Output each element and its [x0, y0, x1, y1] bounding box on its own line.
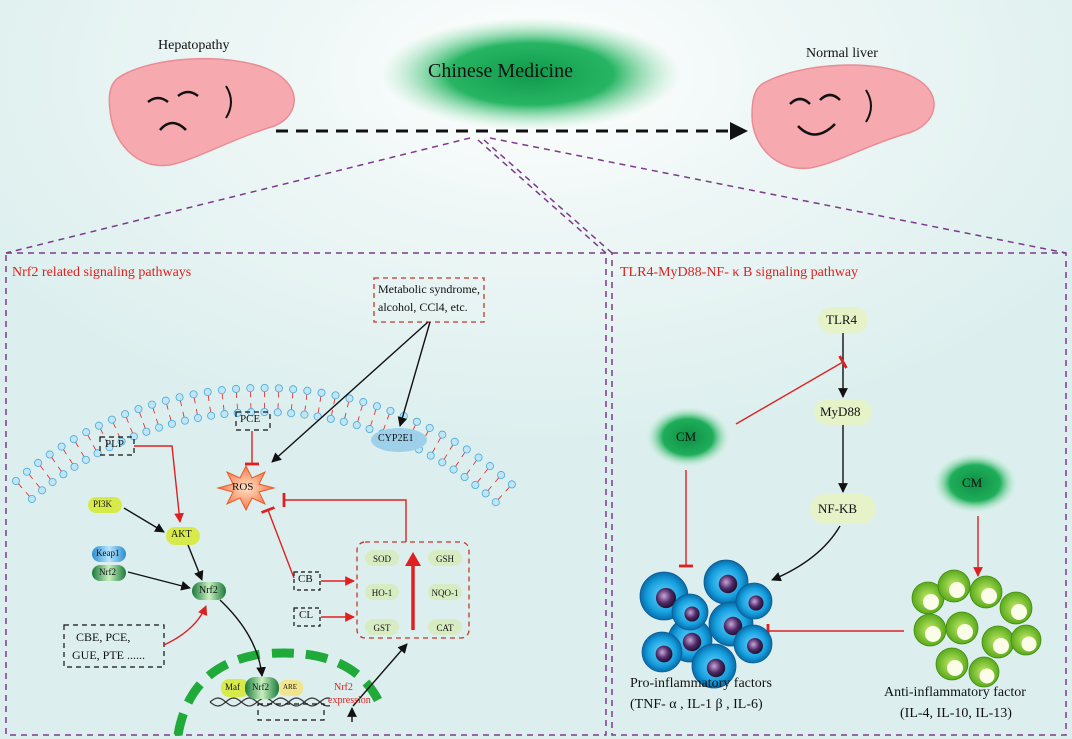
cl-label: CL: [299, 609, 314, 621]
nrf2-panel-title: Nrf2 related signaling pathways: [12, 265, 192, 280]
enzyme-pill: [428, 619, 462, 635]
pi3k-label: PI3K: [93, 499, 113, 509]
extracts-line2: GUE, PTE ......: [72, 648, 145, 662]
cell-membrane: [11, 384, 516, 507]
extracts-box: [63, 624, 165, 668]
hepatopathy-liver-icon: [108, 57, 295, 167]
normal-liver-label: Normal liver: [806, 46, 878, 61]
enzyme-label: NQO-1: [432, 588, 459, 598]
nrf2-nucleus-label: Nrf2: [252, 682, 269, 692]
nrf2-red-arrows: [134, 431, 407, 646]
nrf2-node: [192, 582, 226, 600]
promoter-box: [257, 703, 325, 721]
akt-label: AKT: [171, 529, 192, 540]
pi3k-node: [88, 497, 122, 513]
pro-inflammatory-title: Pro-inflammatory factors: [630, 676, 772, 691]
are-node: [279, 680, 303, 696]
anti-inflammatory-cells: [911, 569, 1042, 688]
enzyme-label: CAT: [436, 623, 454, 633]
cl-box: [293, 607, 321, 627]
pro-inflammatory-cells: [639, 559, 773, 689]
enzyme-label: GSH: [436, 554, 455, 564]
ros-node: [216, 464, 276, 512]
anti-inflammatory-title: Anti-inflammatory factor: [884, 685, 1026, 700]
nrf2-expression-line2: expression: [328, 695, 371, 706]
nfkb-label: NF-KB: [818, 501, 858, 516]
enzyme-label: GST: [373, 623, 391, 633]
nrf2-expression-line1: Nrf2: [334, 682, 353, 693]
akt-node: [166, 527, 200, 545]
tlr4-panel-frame: [611, 252, 1067, 736]
keap1-node: [92, 546, 126, 562]
tlr4-black-arrows: [771, 333, 848, 582]
cyp2e1-label: CYP2E1: [378, 433, 414, 444]
cb-box: [293, 571, 321, 591]
enzyme-pill: [428, 550, 462, 566]
hepatopathy-label: Hepatopathy: [158, 38, 230, 53]
pce-top-label: PCE: [240, 413, 261, 425]
nfkb-node: [810, 494, 876, 524]
triggers-line2: alcohol, CCl4, etc.: [378, 300, 468, 314]
myd88-label: MyD88: [820, 404, 861, 419]
are-label: ARE: [283, 683, 297, 691]
enzyme-pill: [428, 584, 462, 600]
anti-inflammatory-list: (IL-4, IL-10, IL-13): [900, 706, 1012, 721]
tlr4-node: [818, 307, 868, 333]
nrf2-panel-frame: [5, 252, 607, 736]
triggers-line1: Metabolic syndrome,: [378, 282, 480, 296]
pro-inflammatory-list: (TNF- α , IL-1 β , IL-6): [630, 697, 763, 712]
upregulation-arrowhead: [405, 552, 421, 566]
enzyme-label: SOD: [373, 554, 392, 564]
enzyme-label: HO-1: [372, 588, 393, 598]
nrf2-bound-label: Nrf2: [99, 567, 116, 577]
plp-box: [99, 436, 135, 456]
tlr4-label: TLR4: [826, 312, 858, 327]
cm-left-node: [646, 407, 730, 467]
nucleus-membrane: [173, 648, 382, 736]
nrf2-nucleus-node: [245, 677, 279, 699]
normal-liver-icon: [751, 64, 935, 170]
ros-label: ROS: [232, 481, 254, 493]
cm-left-label: CM: [676, 429, 697, 444]
cm-right-label: CM: [962, 475, 983, 490]
maf-node: [221, 679, 249, 697]
enzyme-pill: [365, 550, 399, 566]
enzyme-pill: [365, 619, 399, 635]
myd88-node: [814, 399, 872, 425]
nrf2-label: Nrf2: [199, 585, 218, 596]
nrf2-bound-node: [92, 565, 126, 581]
triggers-box: [373, 277, 485, 323]
maf-label: Maf: [225, 682, 240, 692]
enzyme-pill: [365, 584, 399, 600]
cm-right-node: [933, 453, 1017, 513]
chinese-medicine-label: Chinese Medicine: [428, 60, 573, 82]
pce-top-box: [235, 411, 271, 431]
chinese-medicine-glow: [381, 18, 681, 130]
treatment-arrowhead: [730, 122, 748, 140]
nrf2-black-arrows: [123, 321, 431, 722]
extracts-line1: CBE, PCE,: [76, 630, 131, 644]
cyp2e1-node: [371, 428, 427, 452]
enzymes-box: [356, 541, 470, 639]
plp-label: PLP: [105, 438, 124, 450]
tlr4-panel-title: TLR4-MyD88-NF- κ B signaling pathway: [620, 265, 859, 280]
cb-label: CB: [298, 573, 313, 585]
connector-lines: [5, 137, 1067, 254]
dna-helix: [209, 697, 331, 707]
tlr4-red-arrows: [679, 355, 983, 638]
keap1-label: Keap1: [96, 548, 120, 558]
